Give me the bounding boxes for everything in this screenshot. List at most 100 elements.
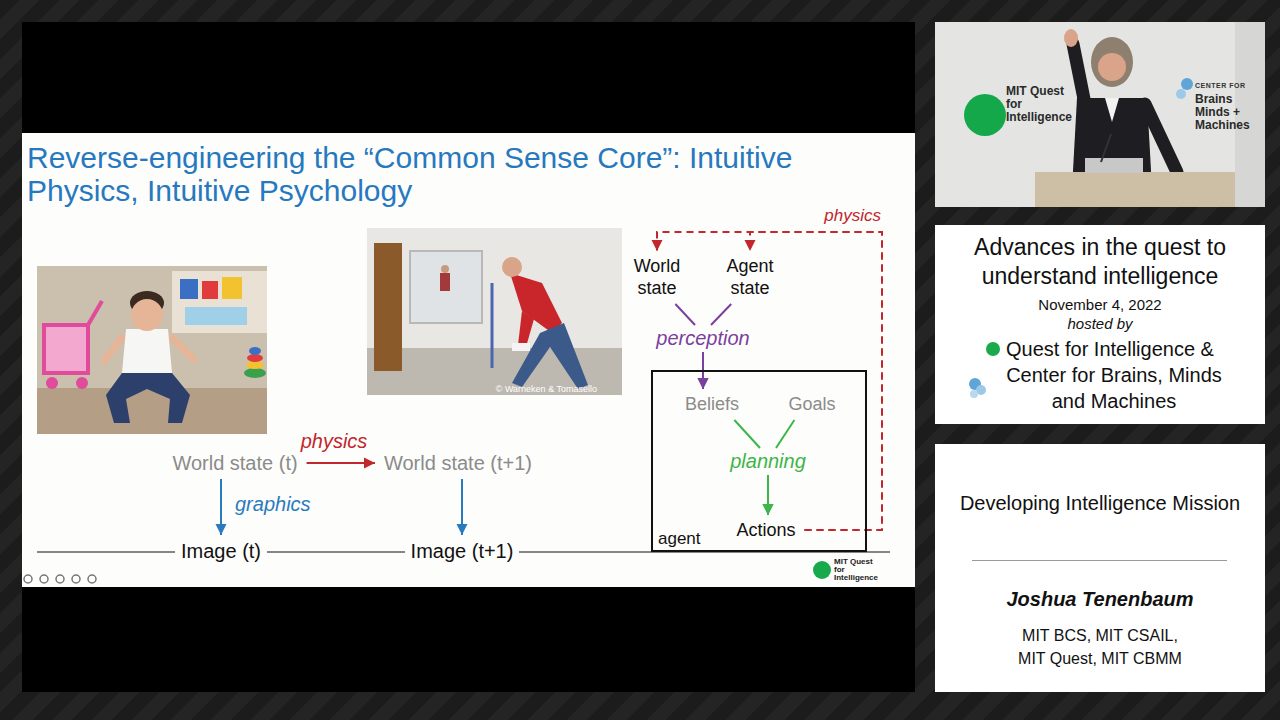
baby-photo [202,281,218,299]
helper-photo [374,243,402,371]
baby-photo [37,266,267,434]
slide: Reverse-engineering the “Common Sense Co… [22,133,915,587]
helper-photo [510,273,562,333]
node-text: Goals [788,393,835,415]
state-label: World state (t+1) [380,450,536,476]
host-name: Center for Brains, Minds and Machines [994,362,1234,414]
connector [307,458,375,469]
edge-label: perception [654,326,751,350]
speaker-picture [1035,172,1235,207]
baby-photo [76,377,88,389]
state-label: World state (t) [168,450,301,476]
speaker-picture [1145,104,1177,172]
baby-photo [37,266,267,434]
connector-line [711,304,731,325]
slide-controls [88,575,96,583]
helper-photo [440,273,450,291]
image-label: Image (t) [175,538,267,564]
speaker-picture [1073,44,1085,104]
baby-photo [249,347,261,355]
baby-photo [222,277,242,299]
helper-photo [367,228,622,395]
edge-label: planning [728,449,808,473]
connector-line [657,232,882,530]
baby-photo [244,368,266,378]
speaker-picture [1176,89,1186,99]
state-label: Agent state [722,254,777,300]
connector-line [776,420,794,448]
baby-photo [104,338,122,361]
speaker-panel: Developing Intelligence MissionJoshua Te… [935,444,1265,692]
speaker-picture [1098,53,1126,81]
divider [972,560,1227,561]
video-frame: Reverse-engineering the “Common Sense Co… [22,22,915,692]
node-text: Beliefs [685,393,739,415]
speaker-picture [1064,29,1078,47]
connector [652,232,883,530]
connector [216,479,227,535]
helper-photo [441,265,449,273]
speaker-picture [935,22,1265,207]
node-text: Agent state [726,255,773,299]
baby-photo [122,329,172,373]
arrow-head [763,504,774,515]
host-name: Quest for Intelligence & [1006,336,1214,362]
edge-label: graphics [233,492,313,516]
baby-photo [37,388,267,434]
node-text: World state (t) [172,451,297,475]
speaker-picture [1105,98,1119,122]
action-label: Actions [732,518,799,542]
connector [457,479,468,535]
speaker-picture [1181,78,1193,90]
logo-dot [813,561,831,579]
photo-credit: © Warneken & Tomasello [496,384,597,394]
speaker-affiliation: MIT BCS, MIT CSAIL, MIT Quest, MIT CBMM [1013,624,1188,670]
baby-photo [131,299,163,331]
host-logo [986,342,1000,356]
host-intro: hosted by [1067,314,1132,334]
backdrop-logo-text: MIT Quest for Intelligence [1006,85,1066,124]
slide-controls [24,575,96,583]
node-text: World state (t+1) [384,451,532,475]
arrow-head [216,524,227,535]
state-label: World state [630,254,685,300]
baby-photo [46,377,58,389]
helper-photo [367,348,622,395]
host-logo [966,376,988,400]
slide-controls [72,575,80,583]
baby-photo [44,325,88,373]
baby-photo [172,338,194,359]
node-text: Image (t) [181,539,261,563]
slide-controls [24,575,32,583]
host-row: Center for Brains, Minds and Machines [966,362,1234,414]
speaker-name: Joshua Tenenbaum [1006,587,1193,611]
baby-photo [185,307,247,325]
speaker-picture [1101,134,1111,162]
baby-photo [246,361,264,369]
baby-photo [172,271,267,333]
connector-line [675,304,695,325]
helper-photo [512,343,530,351]
host-row: Quest for Intelligence & [986,336,1214,362]
mind-label: Beliefs [681,392,743,416]
slide-controls [40,575,48,583]
speaker-picture [964,94,1006,136]
session-name: Developing Intelligence Mission [960,491,1240,515]
arrow-head [763,504,774,515]
helper-photo [491,283,494,368]
logo-text: MIT Quest for Intelligence [834,558,882,582]
helper-photo [410,251,482,323]
baby-photo [247,354,263,362]
arrow-head [652,240,663,251]
edge-label: physics [822,206,883,226]
slide-title: Reverse-engineering the “Common Sense Co… [27,141,797,207]
backdrop-logo-text: CENTER FOR [1195,82,1246,90]
node-text: Image (t+1) [411,539,514,563]
connector-line [750,232,882,530]
host-logo [970,390,978,398]
helper-photo [518,311,534,347]
arrow-head [457,524,468,535]
slide-controls [56,575,64,583]
node-text: World state [634,255,681,299]
